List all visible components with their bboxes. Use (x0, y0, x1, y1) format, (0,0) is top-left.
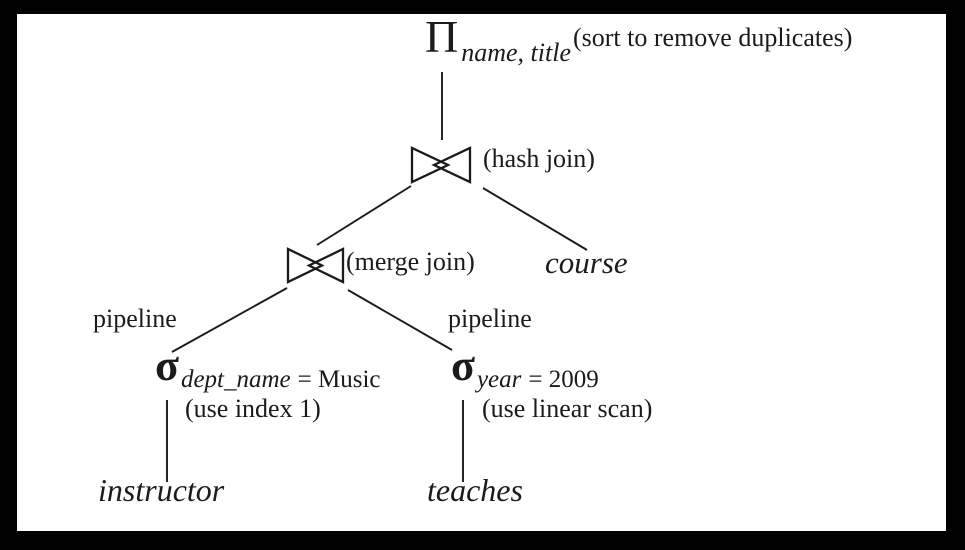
merge-join-bowtie-icon (286, 247, 345, 284)
edge-hashjoin-to-mergejoin (316, 185, 412, 246)
selection-operator-symbol: σ (155, 341, 179, 390)
edge-mergejoin-to-select-right (347, 289, 453, 351)
relation-instructor: instructor (98, 472, 225, 508)
projection-attributes: name, title (461, 38, 571, 67)
tree-edges-and-join-icons (166, 72, 588, 482)
query-plan-diagram: Π name, title (sort to remove duplicates… (17, 14, 946, 531)
pipeline-label-left: pipeline (93, 304, 177, 333)
relation-course: course (545, 245, 628, 280)
pipeline-label-right: pipeline (448, 304, 532, 333)
hash-join-bowtie-icon (410, 146, 472, 184)
predicate-attribute: dept_name (180, 366, 291, 393)
predicate-value: = Music (297, 366, 381, 393)
selection-predicate: dept_name= Music (181, 367, 381, 392)
projection-annotation: (sort to remove duplicates) (573, 23, 853, 52)
merge-join-annotation: (merge join) (346, 247, 475, 276)
selection-node-dept-name: σ dept_name= Music (155, 341, 381, 393)
selection-left-annotation: (use index 1) (185, 394, 321, 423)
edge-hashjoin-to-course (482, 187, 588, 251)
relation-teaches: teaches (427, 472, 523, 508)
edge-mergejoin-to-select-left (171, 287, 288, 353)
predicate-attribute: year (476, 366, 522, 393)
predicate-value: = 2009 (528, 366, 599, 393)
selection-right-annotation: (use linear scan) (482, 394, 653, 423)
selection-predicate: year= 2009 (477, 367, 599, 392)
projection-node: Π name, title (sort to remove duplicates… (425, 11, 853, 66)
projection-operator-symbol: Π (425, 11, 459, 62)
hash-join-annotation: (hash join) (483, 144, 595, 173)
selection-operator-symbol: σ (451, 341, 475, 390)
selection-node-year: σ year= 2009 (451, 341, 599, 393)
